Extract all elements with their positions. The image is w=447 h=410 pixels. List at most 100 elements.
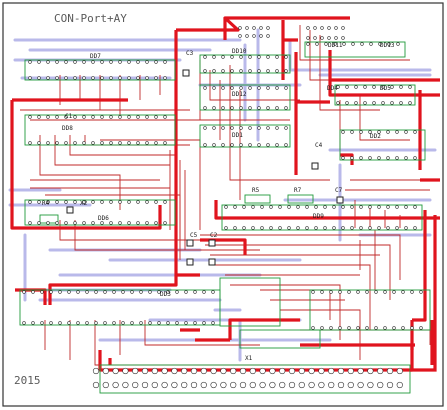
pad <box>260 205 264 209</box>
pad <box>73 115 77 119</box>
pad <box>239 126 243 130</box>
pads-dd5-bottom <box>311 326 423 330</box>
pad <box>163 221 167 225</box>
pad <box>37 76 41 80</box>
square-pad <box>186 239 194 247</box>
pad <box>324 42 328 46</box>
label-r4: R4 <box>42 200 50 207</box>
pad <box>328 367 335 375</box>
pad <box>139 290 143 294</box>
pad <box>359 226 363 230</box>
board-year: 2015 <box>14 374 41 387</box>
pad <box>248 55 252 59</box>
pad <box>181 381 188 389</box>
pad <box>369 42 373 46</box>
pad <box>248 86 252 90</box>
pad <box>210 381 217 389</box>
pad <box>132 367 139 375</box>
pad <box>333 42 337 46</box>
pad <box>306 26 310 30</box>
pads-dd10-top <box>203 55 288 59</box>
pad <box>92 367 100 375</box>
pad <box>221 106 225 110</box>
pad <box>386 226 390 230</box>
pad <box>112 321 116 325</box>
pad <box>350 130 354 134</box>
pad <box>55 200 59 204</box>
pad <box>203 143 207 147</box>
connector-power-traces <box>410 215 437 372</box>
pad <box>368 226 372 230</box>
pad <box>163 200 167 204</box>
pad <box>332 205 336 209</box>
pad <box>127 200 131 204</box>
label-dd7: DD7 <box>90 53 101 60</box>
pad <box>212 69 216 73</box>
pads-dd5-top <box>311 290 423 294</box>
pad <box>203 69 207 73</box>
pad <box>82 76 86 80</box>
pad <box>308 367 315 375</box>
pad <box>40 321 44 325</box>
pad <box>145 60 149 64</box>
label-dd3: DD3 <box>160 291 171 298</box>
pad <box>354 101 358 105</box>
pad <box>64 141 68 145</box>
pad <box>154 221 158 225</box>
pad <box>413 156 417 160</box>
pad <box>161 381 168 389</box>
pad <box>109 60 113 64</box>
pad <box>221 86 225 90</box>
pad <box>368 156 372 160</box>
pad <box>28 115 32 119</box>
label-dd9: DD9 <box>313 213 324 220</box>
pad <box>221 69 225 73</box>
pad <box>166 290 170 294</box>
pad <box>336 101 340 105</box>
pad <box>171 367 178 375</box>
pad <box>211 290 215 294</box>
pad <box>212 86 216 90</box>
pad <box>395 130 399 134</box>
pad <box>359 205 363 209</box>
pad <box>154 60 158 64</box>
pad <box>82 200 86 204</box>
pad <box>305 226 309 230</box>
pad <box>275 69 279 73</box>
pads-x1-top <box>92 367 403 375</box>
pad <box>163 141 167 145</box>
pads-dd8-bottom <box>28 141 167 145</box>
pad <box>230 86 234 90</box>
pad <box>127 141 131 145</box>
pad <box>266 55 270 59</box>
pad <box>320 36 324 40</box>
pad <box>171 381 178 389</box>
pad <box>49 321 53 325</box>
pad <box>212 143 216 147</box>
pad <box>257 106 261 110</box>
pad <box>284 86 288 90</box>
pad <box>136 76 140 80</box>
pad <box>372 85 376 89</box>
pad <box>73 221 77 225</box>
silkscreen <box>19 41 431 394</box>
pad <box>386 367 394 375</box>
pad <box>230 106 234 110</box>
pad <box>278 205 282 209</box>
pad <box>200 367 207 375</box>
pad <box>127 76 131 80</box>
pad <box>67 321 71 325</box>
pad <box>91 60 95 64</box>
pads-header2-top <box>238 26 270 30</box>
pad <box>82 221 86 225</box>
pad <box>100 60 104 64</box>
pad <box>203 55 207 59</box>
pad <box>239 86 243 90</box>
pad <box>408 101 412 105</box>
pad <box>242 226 246 230</box>
pad <box>203 126 207 130</box>
pad <box>91 221 95 225</box>
pad <box>136 141 140 145</box>
pad <box>136 221 140 225</box>
label-dd13: DD13 <box>380 42 395 49</box>
